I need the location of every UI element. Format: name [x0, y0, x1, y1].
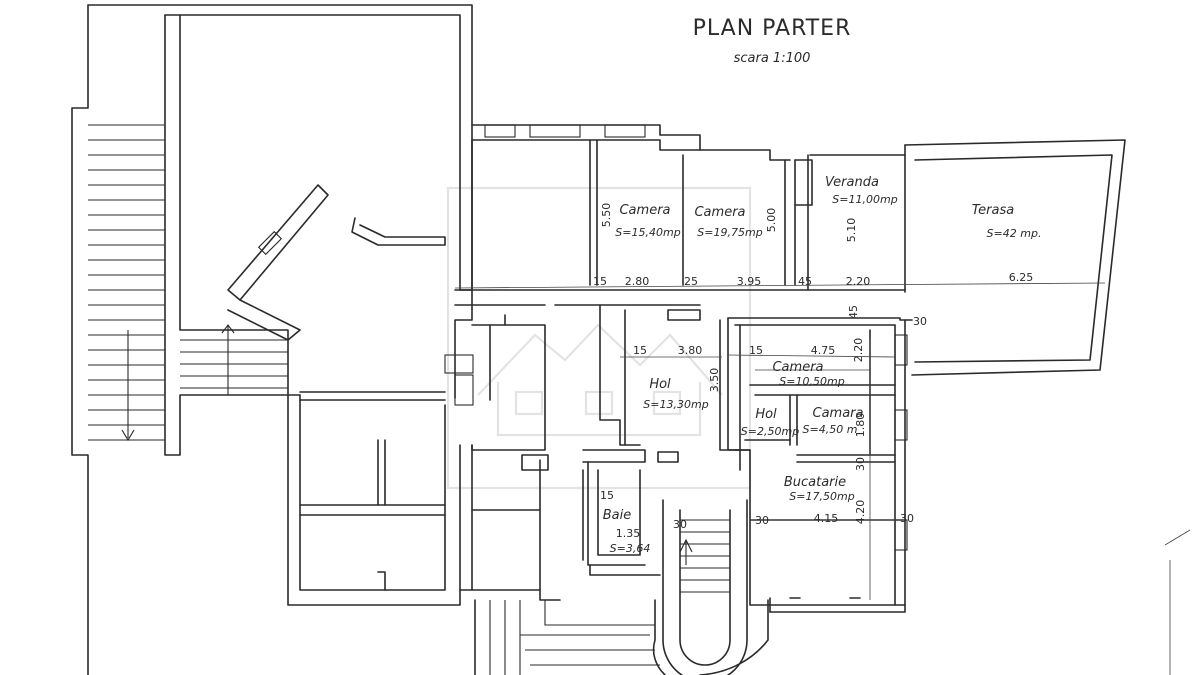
dim-label: 6.25 — [1009, 271, 1034, 284]
room-veranda-name: Veranda — [825, 175, 879, 190]
dim-label: 45 — [847, 305, 860, 319]
dim-label: 1.80 — [854, 413, 867, 438]
room-camera-3-name: Camera — [772, 360, 823, 375]
dim-label: 15 — [749, 344, 763, 357]
dim-label: 30 — [913, 315, 927, 328]
dim-label: 2.80 — [625, 275, 650, 288]
dim-label: 30 — [900, 512, 914, 525]
room-baie-area: S=3,64 — [610, 542, 651, 555]
dim-label: 2.20 — [846, 275, 871, 288]
dim-label: 30 — [755, 514, 769, 527]
plan-title: PLAN PARTER — [693, 16, 852, 41]
dim-label: 45 — [798, 275, 812, 288]
room-bucatarie-area: S=17,50mp — [789, 490, 854, 503]
room-camera-3-area: S=10,50mp — [779, 375, 844, 388]
dim-label: 3.95 — [737, 275, 762, 288]
dim-label: 4.15 — [814, 512, 839, 525]
room-veranda-area: S=11,00mp — [832, 193, 897, 206]
room-camera-1-name: Camera — [619, 203, 670, 218]
dim-label: 5.10 — [845, 218, 858, 243]
dim-label: 3.50 — [708, 368, 721, 393]
dim-label: 5.50 — [600, 203, 613, 228]
dim-label: 15 — [593, 275, 607, 288]
room-hol-2-area: S=2,50mp — [741, 425, 799, 438]
dim-label: 5.00 — [765, 208, 778, 233]
dim-label: 15 — [633, 344, 647, 357]
room-camara-area: S=4,50 m — [803, 423, 858, 436]
room-camara-name: Camara — [813, 406, 864, 421]
dim-label: 30 — [673, 518, 687, 531]
room-hol-area: S=13,30mp — [643, 398, 708, 411]
dim-label: 15 — [600, 489, 614, 502]
room-hol-2-name: Hol — [755, 407, 777, 422]
dim-label: 3.80 — [678, 344, 703, 357]
dim-label: 30 — [854, 457, 867, 471]
dim-label: 1.35 — [616, 527, 641, 540]
house-watermark-icon — [446, 186, 752, 490]
entrance-stairs — [474, 499, 769, 675]
left-wing — [71, 4, 473, 675]
room-camera-2-area: S=19,75mp — [697, 226, 762, 239]
dimension-lines — [454, 282, 1191, 675]
lower-left-block — [287, 354, 561, 606]
dim-label: 4.20 — [854, 500, 867, 525]
room-bucatarie-name: Bucatarie — [784, 475, 846, 490]
dim-label: 25 — [684, 275, 698, 288]
room-camera-2-name: Camera — [694, 205, 745, 220]
room-hol-name: Hol — [649, 377, 671, 392]
dim-label: 2.20 — [852, 338, 865, 363]
room-terasa-name: Terasa — [972, 203, 1014, 218]
plan-scale: scara 1:100 — [734, 51, 811, 66]
dim-label: 4.75 — [811, 344, 836, 357]
room-terasa-area: S=42 mp. — [987, 227, 1042, 240]
room-camera-1-area: S=15,40mp — [615, 226, 680, 239]
terasa-outline — [904, 139, 1126, 376]
room-baie-name: Baie — [603, 508, 632, 523]
